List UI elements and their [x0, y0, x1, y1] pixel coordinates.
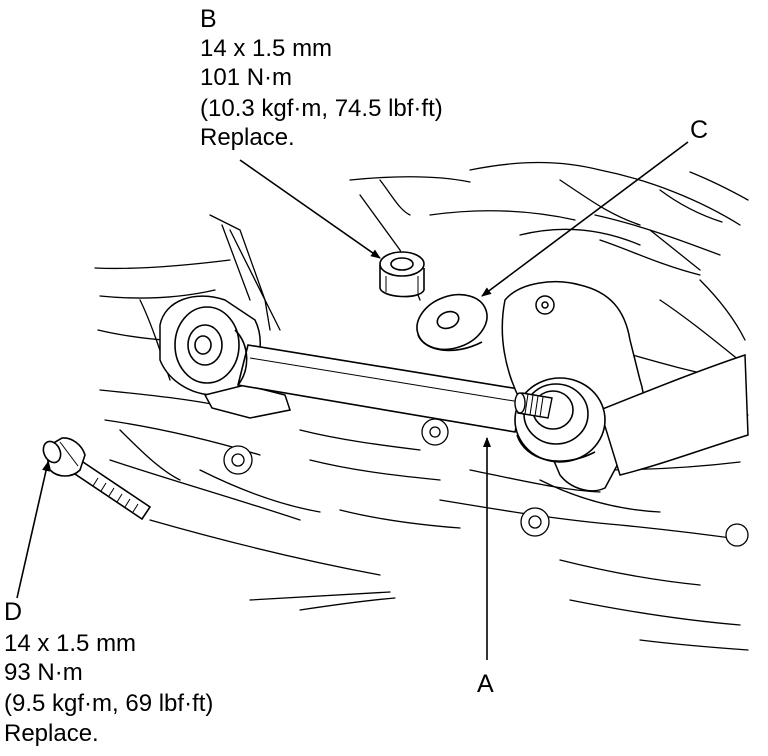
left-bushing-eye: [174, 306, 248, 386]
threaded-stud: [514, 392, 553, 419]
arrow-b: [239, 159, 381, 259]
callout-b-note: Replace.: [200, 124, 295, 151]
right-bushing-eye: [514, 377, 606, 463]
callout-d-torque-alt: (9.5 kgf·m, 69 lbf·ft): [4, 690, 213, 717]
callout-d: D 14 x 1.5 mm 93 N·m (9.5 kgf·m, 69 lbf·…: [4, 598, 213, 747]
bolt-d: [42, 437, 152, 521]
flange-nut-b: [379, 251, 425, 298]
leader-lines: [16, 141, 689, 660]
callout-d-note: Replace.: [4, 720, 99, 747]
washer-c: [416, 293, 488, 352]
callout-a-letter: A: [477, 670, 494, 698]
arrow-c: [481, 141, 689, 297]
callout-b-letter: B: [200, 5, 217, 33]
callout-b-size: 14 x 1.5 mm: [200, 35, 332, 62]
callout-d-torque: 93 N·m: [4, 659, 83, 686]
callout-d-letter: D: [4, 598, 22, 626]
callout-c-letter: C: [690, 116, 708, 144]
callout-b: B 14 x 1.5 mm 101 N·m (10.3 kgf·m, 74.5 …: [200, 5, 443, 151]
callout-b-torque-alt: (10.3 kgf·m, 74.5 lbf·ft): [200, 95, 443, 122]
arrow-d: [16, 461, 50, 599]
chassis-bosses: [223, 418, 749, 547]
callout-d-size: 14 x 1.5 mm: [4, 630, 136, 657]
link-a: [237, 344, 526, 433]
callout-b-torque: 101 N·m: [200, 64, 292, 91]
